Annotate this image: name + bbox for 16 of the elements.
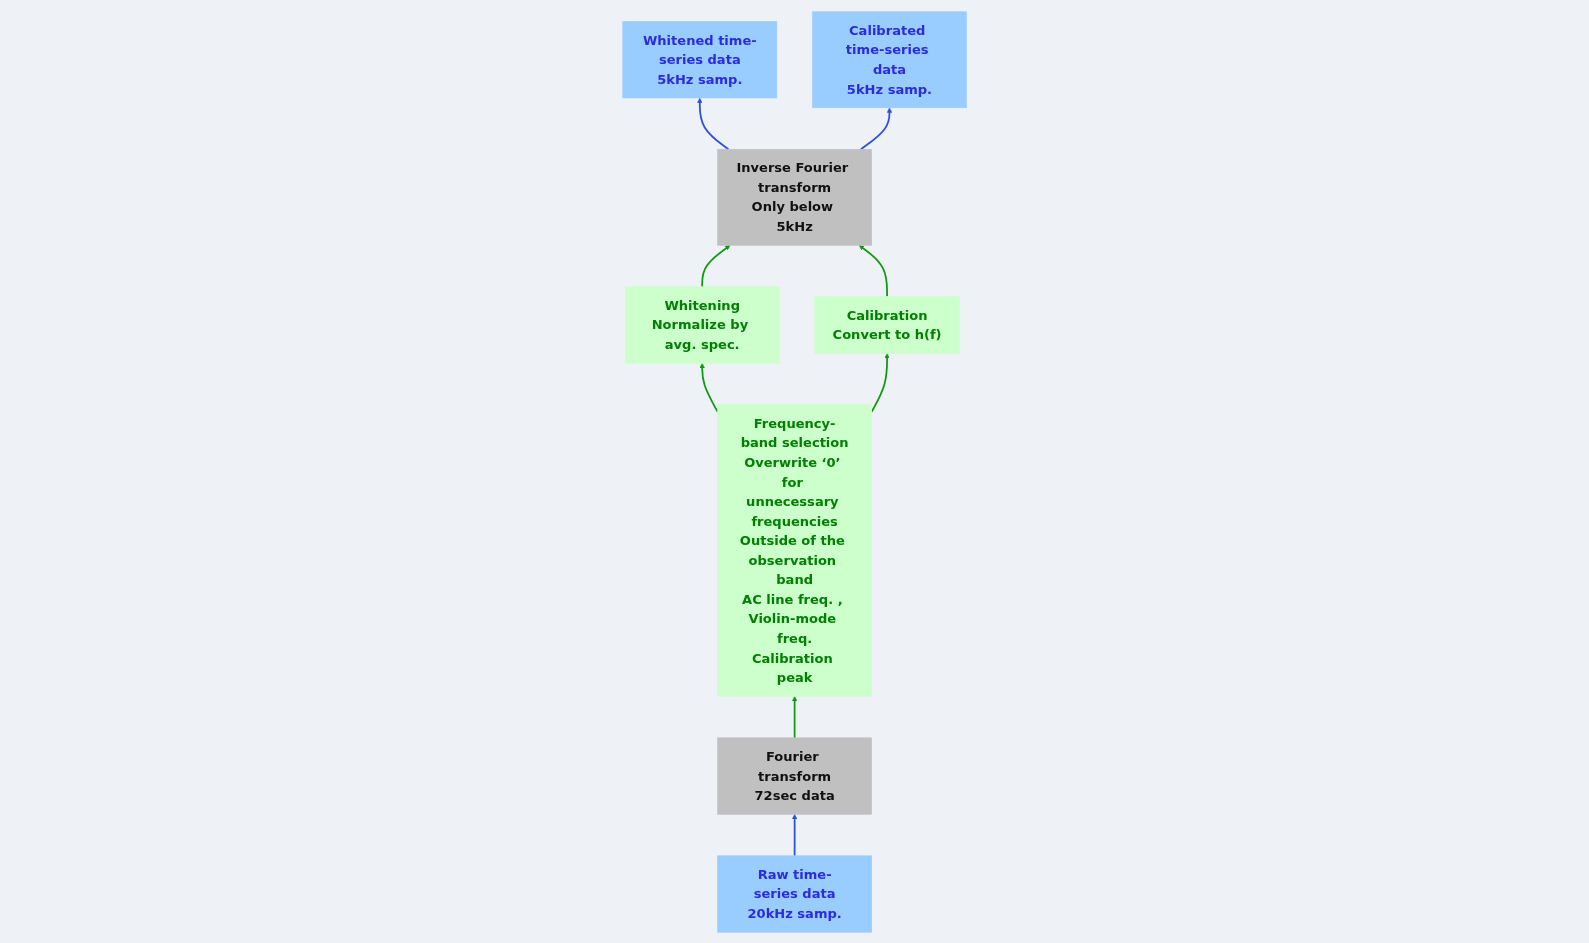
arrow [858, 244, 888, 297]
arrow [701, 244, 731, 288]
arrow [791, 813, 798, 857]
arrow [699, 362, 719, 413]
arrow [697, 97, 730, 150]
arrow [870, 352, 890, 413]
node-box: Whitened time-series data 5kHz samp. [622, 20, 777, 98]
node-box: Raw time-series data 20kHz samp. [717, 855, 872, 933]
node-box: Whitening Normalize by avg. spec. [624, 285, 780, 364]
node-box: Inverse Fourier transform Only below 5kHz [717, 148, 872, 246]
arrow [791, 695, 798, 739]
node-box: Calibrated time-series data 5kHz samp. [811, 10, 967, 108]
node-box: Fourier transform 72sec data [717, 737, 872, 815]
node-box: Frequency-band selection Overwrite ‘0’ for unnecessary frequencies Outside of the observation band AC line freq. , Violin-mode freq. Calibration peak [717, 403, 872, 697]
node-box: Calibration Convert to h(f) [814, 295, 960, 354]
arrow [859, 107, 892, 150]
